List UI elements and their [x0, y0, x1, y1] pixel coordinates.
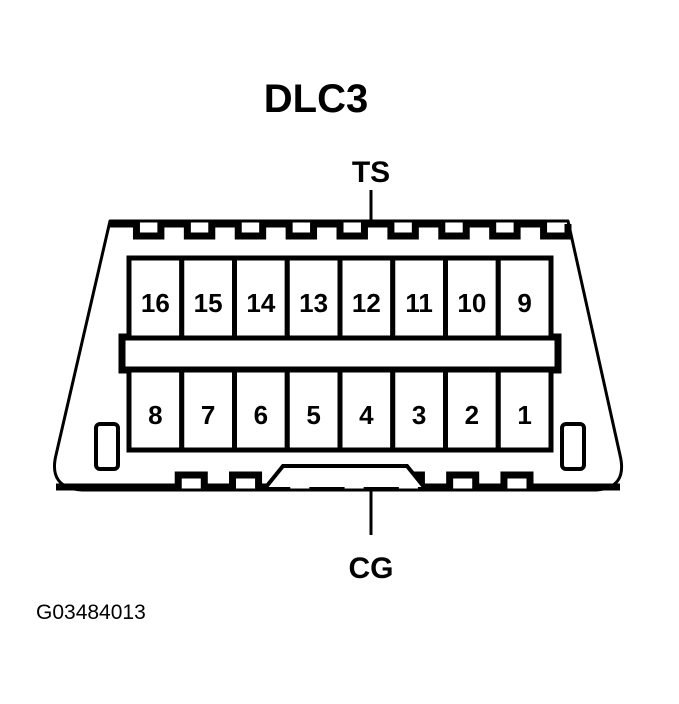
pin-cell-16[interactable]: 16 [126, 255, 185, 341]
pin-number-7: 7 [201, 400, 215, 430]
pin-cell-4[interactable]: 4 [337, 367, 396, 453]
pin-cell-14[interactable]: 14 [232, 255, 290, 341]
pin-number-11: 11 [405, 288, 433, 318]
pin-cell-13[interactable]: 13 [284, 255, 343, 341]
pin-number-12: 12 [352, 288, 381, 318]
pin-number-10: 10 [457, 288, 486, 318]
pin-number-15: 15 [194, 288, 223, 318]
pin-cell-5[interactable]: 5 [284, 367, 343, 453]
pin-number-14: 14 [246, 288, 275, 318]
pin-socket-1 [495, 367, 554, 453]
callout-ts-label: TS [352, 156, 390, 189]
pin-cell-7[interactable]: 7 [179, 367, 237, 453]
pin-number-6: 6 [254, 400, 268, 430]
pin-cell-1[interactable]: 1 [495, 367, 554, 453]
pin-row-top: 16 15 14 13 12 11 10 9 [126, 255, 554, 341]
housing-top-notched-edge [110, 220, 572, 240]
left-retention-slot [94, 422, 120, 471]
pin-number-5: 5 [306, 400, 320, 430]
pin-cell-9[interactable]: 9 [495, 255, 554, 341]
connector-latch-tab [264, 464, 426, 489]
pin-row-bottom: 8 7 6 5 4 3 2 1 [126, 367, 554, 453]
pin-number-13: 13 [299, 288, 328, 318]
pin-cell-11[interactable]: 11 [390, 255, 448, 341]
pin-cell-8[interactable]: 8 [126, 367, 185, 453]
pin-socket-9 [495, 255, 554, 341]
pin-number-8: 8 [148, 400, 162, 430]
right-retention-slot [560, 422, 586, 471]
pin-socket-7 [179, 367, 237, 453]
pin-cell-6[interactable]: 6 [232, 367, 290, 453]
pin-number-2: 2 [465, 400, 479, 430]
figure-caption: G03484013 [36, 601, 146, 624]
pin-number-1: 1 [517, 400, 531, 430]
pin-cell-3[interactable]: 3 [390, 367, 448, 453]
pin-cell-10[interactable]: 10 [443, 255, 501, 341]
pin-socket-13 [284, 255, 343, 341]
page-title: DLC3 [264, 77, 368, 121]
pin-number-4: 4 [359, 400, 374, 430]
row-divider-bar [118, 333, 562, 374]
pin-cell-15[interactable]: 15 [179, 255, 237, 341]
pin-socket-8 [126, 367, 185, 453]
callout-cg-label: CG [349, 552, 394, 585]
pin-number-16: 16 [141, 288, 170, 318]
pin-number-3: 3 [412, 400, 426, 430]
pin-cell-12[interactable]: 12 [337, 255, 396, 341]
pin-number-9: 9 [517, 288, 531, 318]
pin-cell-2[interactable]: 2 [443, 367, 501, 453]
